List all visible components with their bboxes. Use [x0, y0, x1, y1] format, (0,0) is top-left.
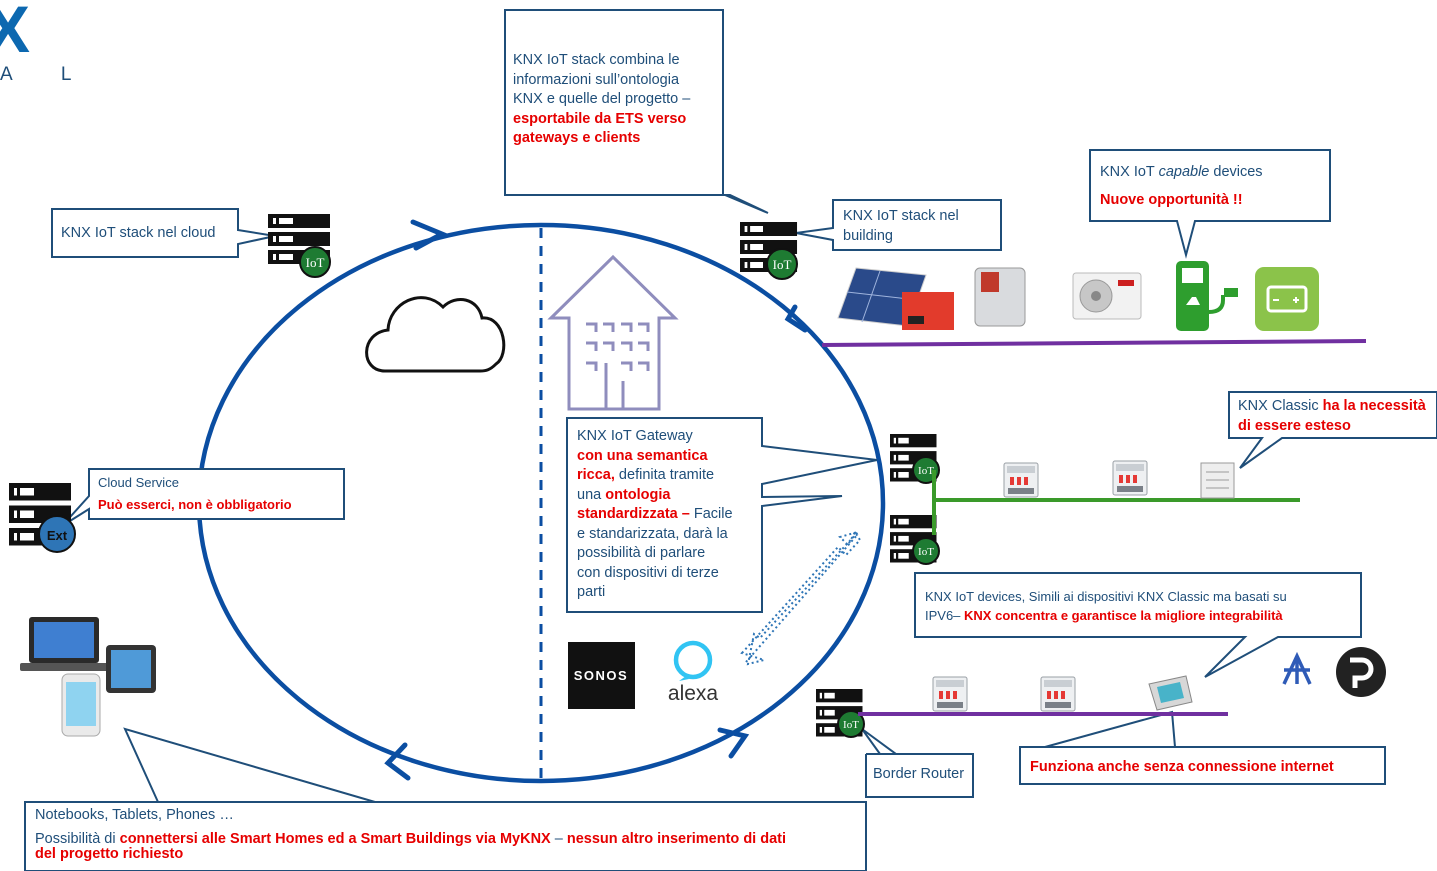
ev-charger-icon	[1176, 261, 1238, 331]
cloud-icon	[365, 296, 506, 373]
knx-classic-switch-icon	[1200, 462, 1235, 499]
third-party-logo-b	[1336, 647, 1386, 697]
building-stack-callout-box	[795, 199, 1002, 251]
svg-text:IoT: IoT	[918, 465, 934, 477]
building-iot-server: IoT	[740, 222, 798, 280]
third-party-logo-a	[1282, 651, 1312, 685]
capable-callout-box	[1089, 149, 1331, 259]
battery-icon	[1255, 267, 1319, 331]
knx-classic-actuator-2	[1112, 460, 1148, 496]
notebooks-callout-text: Notebooks, Tablets, Phones … Possibilità…	[35, 807, 787, 862]
solar-panel-icon	[837, 267, 954, 330]
iot-badge-label: IoT	[306, 255, 325, 270]
border-router-callout-text: Border Router	[873, 766, 965, 782]
cloud-stack-callout-text: KNX IoT stack nel cloud	[61, 225, 216, 241]
air-conditioner-icon	[1072, 272, 1142, 320]
sonos-logo: SONOS	[568, 642, 635, 709]
svg-text:IoT: IoT	[773, 257, 792, 272]
cloud-service-callout-box	[61, 468, 345, 527]
knx-logo: X A L	[0, 0, 93, 85]
border-router-server: IoT	[816, 689, 865, 738]
cloud-service-server: Ext	[9, 483, 76, 553]
capable-callout-text: KNX IoT capable devices Nuove opportunit…	[1100, 164, 1263, 208]
client-devices-icon	[20, 617, 156, 737]
gateway-iot-server-top: IoT	[890, 434, 940, 484]
circle-arrows	[384, 219, 808, 781]
iot-devices-callout-box	[914, 572, 1362, 678]
classic-callout-box	[1228, 391, 1437, 469]
svg-text:X: X	[0, 0, 30, 66]
cloud-service-callout-text: Cloud Service Può esserci, non è obbliga…	[98, 475, 292, 512]
knx-iot-touch-panel-icon	[1148, 675, 1193, 711]
ext-badge-label: Ext	[47, 528, 68, 543]
svg-text:IoT: IoT	[843, 719, 859, 731]
alexa-logo: alexa	[668, 640, 719, 705]
svg-text:SONOS: SONOS	[574, 668, 628, 683]
svg-text:A L: A L	[0, 64, 93, 85]
building-icon	[547, 254, 679, 411]
no-internet-callout-text: Funziona anche senza connessione interne…	[1030, 759, 1334, 775]
svg-text:alexa: alexa	[668, 682, 719, 705]
knx-iot-actuator-1	[932, 676, 968, 712]
cloud-iot-server: IoT	[268, 214, 331, 278]
iot-device-bus-top	[821, 339, 1367, 347]
building-stack-callout-text: KNX IoT stack nel building	[843, 208, 959, 244]
knx-iot-actuator-2	[1040, 676, 1076, 712]
gateway-callout-text: KNX IoT Gateway con una semantica ricca,…	[577, 428, 733, 600]
gateway-interop-arrow	[740, 530, 862, 666]
gateway-iot-server-bottom: IoT	[890, 515, 940, 565]
classic-callout-text: KNX Classic ha la necessità di essere es…	[1238, 398, 1426, 434]
ets-callout-text: KNX IoT stack combina le informazioni su…	[513, 52, 691, 146]
boiler-icon	[974, 267, 1026, 327]
iot-devices-callout-text: KNX IoT devices, Simili ai dispositivi K…	[925, 589, 1287, 623]
cloud-stack-callout-box	[51, 208, 276, 258]
svg-text:IoT: IoT	[918, 546, 934, 558]
knx-classic-actuator-1	[1003, 462, 1039, 498]
